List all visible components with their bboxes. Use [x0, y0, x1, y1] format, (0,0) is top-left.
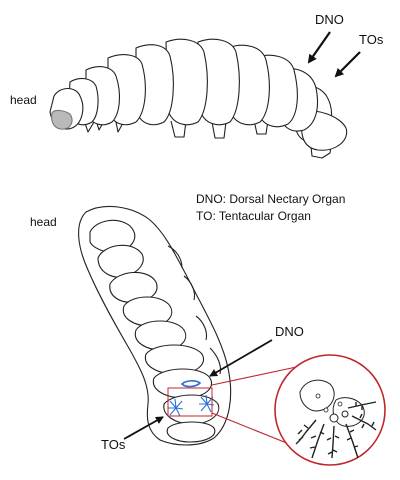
- arrow-dno-top: [307, 31, 331, 64]
- arrow-dno-bottom: [209, 339, 273, 377]
- to-organ-right: [199, 394, 215, 413]
- label-dno-top: DNO: [315, 12, 344, 27]
- side-view-head: [49, 87, 84, 130]
- label-head-top: head: [10, 93, 37, 107]
- dorsal-view-caterpillar: [78, 205, 232, 446]
- side-view-caterpillar: [49, 38, 348, 159]
- dorsal-segments: [89, 219, 220, 443]
- label-head-bottom: head: [30, 215, 57, 229]
- arrow-tos-bottom: [123, 416, 164, 440]
- dorsal-edge-bumps: [167, 245, 222, 375]
- label-dno-bottom: DNO: [275, 324, 304, 339]
- dno-organ: [180, 380, 202, 388]
- to-organ-left: [168, 398, 184, 417]
- inset-tentacles: [295, 401, 377, 459]
- inset-magnified-view: [274, 354, 386, 466]
- legend-dno: DNO: Dorsal Nectary Organ: [196, 192, 345, 206]
- label-tos-bottom: TOs: [101, 437, 126, 452]
- label-tos-top: TOs: [359, 32, 384, 47]
- dorsal-organs: [168, 380, 215, 417]
- side-view-segments: [67, 38, 348, 151]
- head-mouthpart: [51, 109, 73, 130]
- arrow-tos-top: [334, 51, 361, 78]
- legend-to: TO: Tentacular Organ: [196, 209, 311, 223]
